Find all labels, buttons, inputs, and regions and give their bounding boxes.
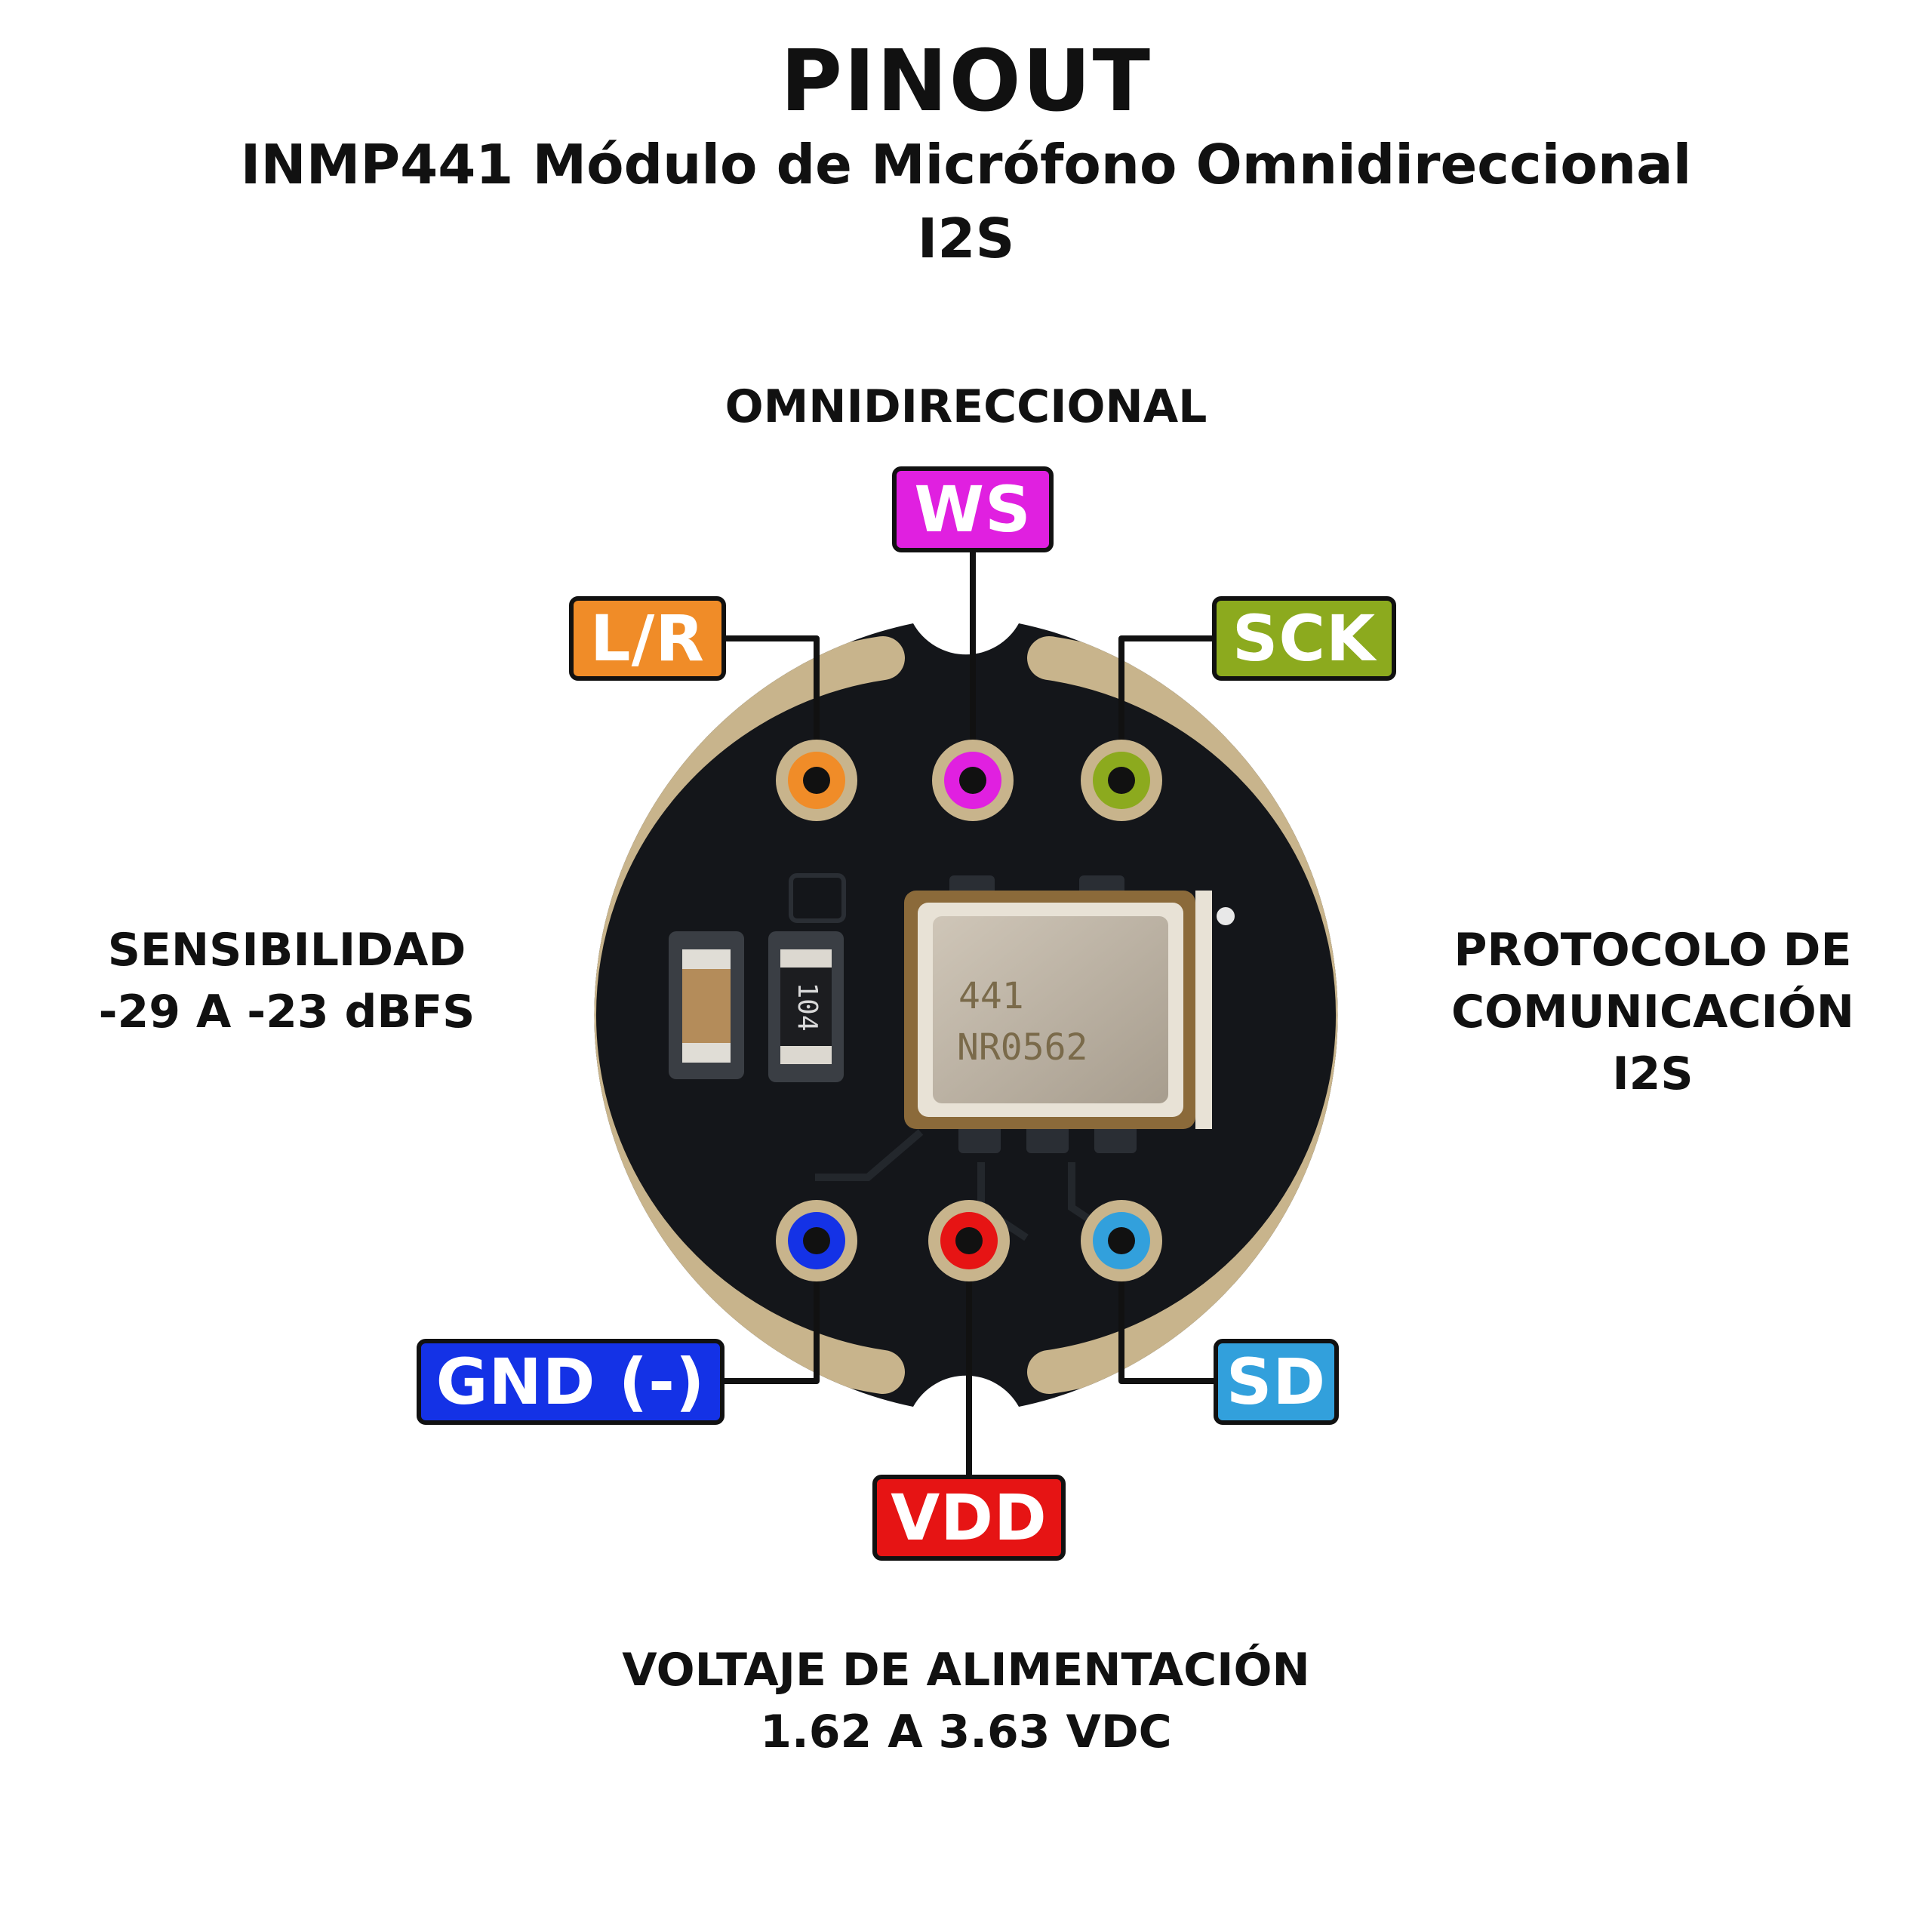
resistor-marking: 104 xyxy=(792,982,823,1031)
page-subtitle: INMP441 Módulo de Micrófono Omnidireccio… xyxy=(240,133,1692,196)
feature-protocol-value: I2S xyxy=(1612,1048,1694,1100)
pin-label-lr: L/R xyxy=(569,596,726,681)
pin-pad-sck xyxy=(1081,740,1162,821)
feature-protocol: PROTOCOLO DE COMUNICACIÓN I2S xyxy=(1404,919,1902,1105)
feature-supply-voltage-value: 1.62 A 3.63 VDC xyxy=(760,1706,1172,1758)
feature-sensitivity-value: -29 A -23 dBFS xyxy=(98,986,475,1038)
feature-sensitivity: SENSIBILIDAD -29 A -23 dBFS xyxy=(30,919,543,1043)
page-subtitle-line2: I2S xyxy=(917,207,1015,270)
chip-marking-line2: NR0562 xyxy=(957,1026,1088,1069)
leader-line-gnd xyxy=(724,1241,820,1384)
feature-omnidirectional: OMNIDIRECCIONAL xyxy=(724,380,1208,433)
leader-line-sck xyxy=(1118,635,1212,780)
pin-pad-lr xyxy=(776,740,857,821)
feature-supply-voltage: VOLTAJE DE ALIMENTACIÓN 1.62 A 3.63 VDC xyxy=(513,1639,1419,1763)
pin-pad-ws xyxy=(932,740,1014,821)
pin-label-ws: WS xyxy=(892,466,1054,552)
feature-protocol-line1: PROTOCOLO DE xyxy=(1454,924,1852,977)
chip-marking-line1: 441 xyxy=(958,975,1024,1017)
pin-label-sd: SD xyxy=(1214,1339,1339,1425)
page-title: PINOUT xyxy=(780,32,1152,131)
gold-ring xyxy=(594,636,1338,1394)
pin-label-vdd: VDD xyxy=(872,1475,1066,1561)
pin-pad-gnd xyxy=(776,1200,857,1281)
resistor-component: 104 xyxy=(768,931,844,1082)
feature-supply-voltage-title: VOLTAJE DE ALIMENTACIÓN xyxy=(622,1644,1310,1697)
pin-pad-vdd xyxy=(928,1200,1010,1281)
pin-pads xyxy=(776,740,1162,1281)
leader-line-lr xyxy=(726,635,820,780)
feature-sensitivity-title: SENSIBILIDAD xyxy=(107,924,466,977)
feature-protocol-line2: COMUNICACIÓN xyxy=(1451,986,1855,1038)
pin-label-gnd: GND (-) xyxy=(417,1339,724,1425)
pin-pad-sd xyxy=(1081,1200,1162,1281)
capacitor-component xyxy=(669,931,744,1079)
leader-lines xyxy=(724,552,1214,1475)
microphone-chip: 441 NR0562 xyxy=(904,891,1212,1129)
leader-line-sd xyxy=(1118,1241,1214,1384)
pin-label-sck: SCK xyxy=(1212,596,1396,681)
